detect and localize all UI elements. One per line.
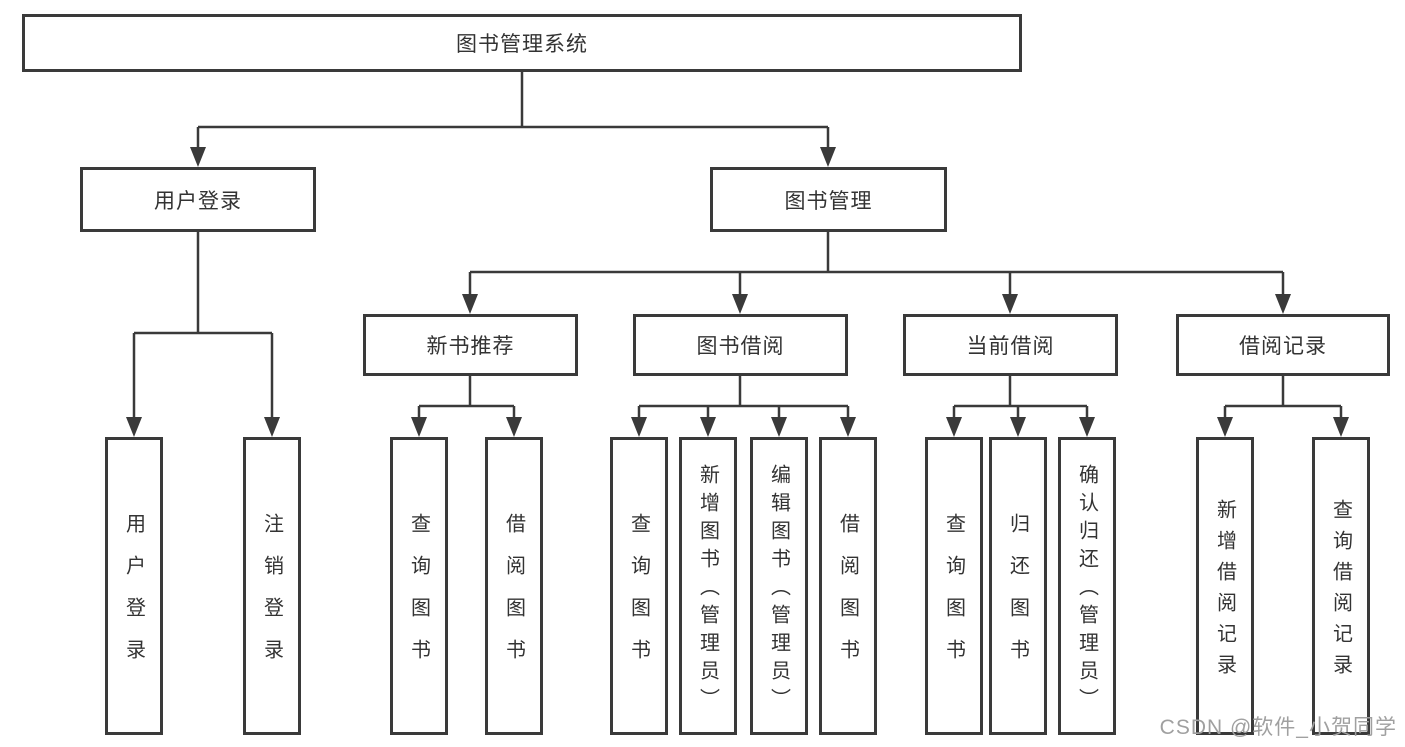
node-query-books-recommend: 查询图书: [390, 437, 448, 735]
node-query-books-current: 查询图书: [925, 437, 983, 735]
node-label: 新增借阅记录: [1213, 498, 1236, 685]
node-label: 确认归还（管理员）: [1075, 464, 1098, 716]
node-borrowing-records: 借阅记录: [1176, 314, 1390, 376]
node-user-login-action: 用户登录: [105, 437, 163, 735]
node-user-login: 用户登录: [80, 167, 316, 232]
node-return-books: 归还图书: [989, 437, 1047, 735]
node-book-management: 图书管理: [710, 167, 947, 232]
node-label: 归还图书: [1006, 513, 1029, 681]
node-edit-books-admin: 编辑图书（管理员）: [750, 437, 808, 735]
node-label: 用户登录: [154, 189, 242, 213]
node-borrow-books-recommend: 借阅图书: [485, 437, 543, 735]
node-label: 新书推荐: [426, 335, 515, 358]
node-logout-action: 注销登录: [243, 437, 301, 735]
node-label: 用户登录: [122, 513, 145, 681]
node-label: 借阅图书: [502, 513, 525, 681]
node-label: 新增图书（管理员）: [696, 464, 719, 716]
node-add-books-admin: 新增图书（管理员）: [679, 437, 737, 735]
node-query-borrow-record: 查询借阅记录: [1312, 437, 1370, 735]
node-add-borrow-record: 新增借阅记录: [1196, 437, 1254, 735]
node-label: 借阅图书: [836, 513, 859, 681]
node-label: 查询图书: [627, 513, 650, 681]
node-confirm-return-admin: 确认归还（管理员）: [1058, 437, 1116, 735]
node-label: 图书管理: [784, 189, 873, 213]
node-book-borrowing: 图书借阅: [633, 314, 848, 376]
node-query-books-borrowing: 查询图书: [610, 437, 668, 735]
node-label: 编辑图书（管理员）: [767, 464, 790, 716]
node-label: 图书借阅: [696, 335, 785, 358]
watermark-csdn: CSDN @软件_小贺同学: [1159, 716, 1397, 739]
node-label: 查询借阅记录: [1329, 498, 1352, 685]
node-label: 图书管理系统: [456, 33, 588, 56]
node-label: 借阅记录: [1239, 335, 1327, 358]
node-new-book-recommendation: 新书推荐: [363, 314, 578, 376]
node-label: 注销登录: [260, 513, 283, 681]
node-current-borrowing: 当前借阅: [903, 314, 1118, 376]
node-library-system: 图书管理系统: [22, 14, 1022, 72]
node-label: 查询图书: [942, 513, 965, 681]
node-borrow-books-borrowing: 借阅图书: [819, 437, 877, 735]
node-label: 当前借阅: [966, 335, 1055, 358]
node-label: 查询图书: [407, 513, 430, 681]
